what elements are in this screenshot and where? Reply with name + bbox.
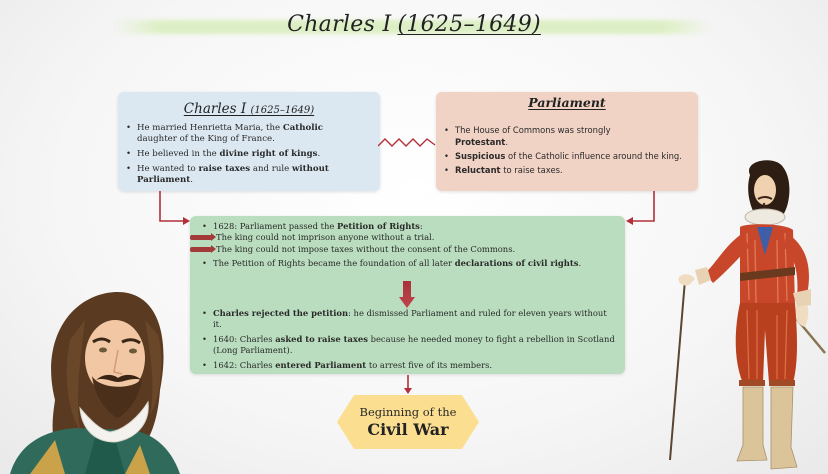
- petition-sub-item: The king could not impose taxes without …: [190, 244, 625, 256]
- charles-fact-item: He wanted to raise taxes and rule withou…: [126, 164, 380, 186]
- page-title: Charles I(1625–1649): [0, 12, 828, 37]
- conflict-zigzag-icon: [378, 134, 436, 150]
- charles-portrait-illustration: [0, 280, 190, 474]
- charles-fact-item: He believed in the divine right of kings…: [126, 149, 380, 160]
- outcome-line2: Civil War: [367, 420, 449, 439]
- cavalier-figure-illustration: [665, 155, 828, 474]
- charles-box: Charles I (1625–1649) He married Henriet…: [118, 92, 380, 191]
- charles-fact-item: He married Henrietta Maria, the Catholic…: [126, 123, 380, 145]
- later-event-item: Charles rejected the petition: he dismis…: [202, 308, 617, 330]
- charles-box-title: Charles I (1625–1649): [118, 101, 380, 117]
- later-event-item: 1642: Charles entered Parliament to arre…: [202, 360, 617, 371]
- charles-box-title-name: Charles I: [183, 101, 247, 117]
- later-event-item: 1640: Charles asked to raise taxes becau…: [202, 334, 617, 356]
- right-arrow-icon: [190, 233, 216, 241]
- civil-war-outcome: Beginning of the Civil War: [337, 395, 479, 449]
- petition-list: 1628: Parliament passed the Petition of …: [202, 221, 625, 232]
- charles-facts-list: He married Henrietta Maria, the Catholic…: [126, 123, 380, 186]
- petition-item: 1628: Parliament passed the Petition of …: [202, 221, 625, 232]
- outcome-line1: Beginning of the: [359, 405, 457, 419]
- foundation-list: The Petition of Rights became the founda…: [202, 258, 625, 269]
- parliament-fact-item: The House of Commons was strongly Protes…: [444, 124, 698, 148]
- right-arrow-icon: [190, 244, 216, 253]
- parliament-fact-item: Suspicious of the Catholic influence aro…: [444, 150, 698, 162]
- charles-box-title-years: (1625–1649): [250, 105, 315, 116]
- foundation-item: The Petition of Rights became the founda…: [202, 258, 625, 269]
- title-years: (1625–1649): [397, 12, 541, 37]
- petition-events-box: 1628: Parliament passed the Petition of …: [190, 216, 625, 374]
- parliament-facts-list: The House of Commons was strongly Protes…: [444, 124, 698, 176]
- down-arrow-icon: [399, 281, 415, 309]
- parliament-fact-item: Reluctant to raise taxes.: [444, 164, 698, 176]
- title-name: Charles I: [287, 12, 392, 37]
- later-events-list: Charles rejected the petition: he dismis…: [202, 308, 617, 375]
- right-connector-arrow-icon: [624, 191, 658, 227]
- left-connector-arrow-icon: [156, 191, 192, 227]
- title-highlight-band: [112, 20, 712, 34]
- parliament-box-title: Parliament: [528, 95, 606, 110]
- petition-sub-item: The king could not imprison anyone witho…: [190, 232, 625, 244]
- parliament-box: Parliament The House of Commons was stro…: [436, 92, 698, 191]
- outcome-arrow-icon: [402, 375, 414, 395]
